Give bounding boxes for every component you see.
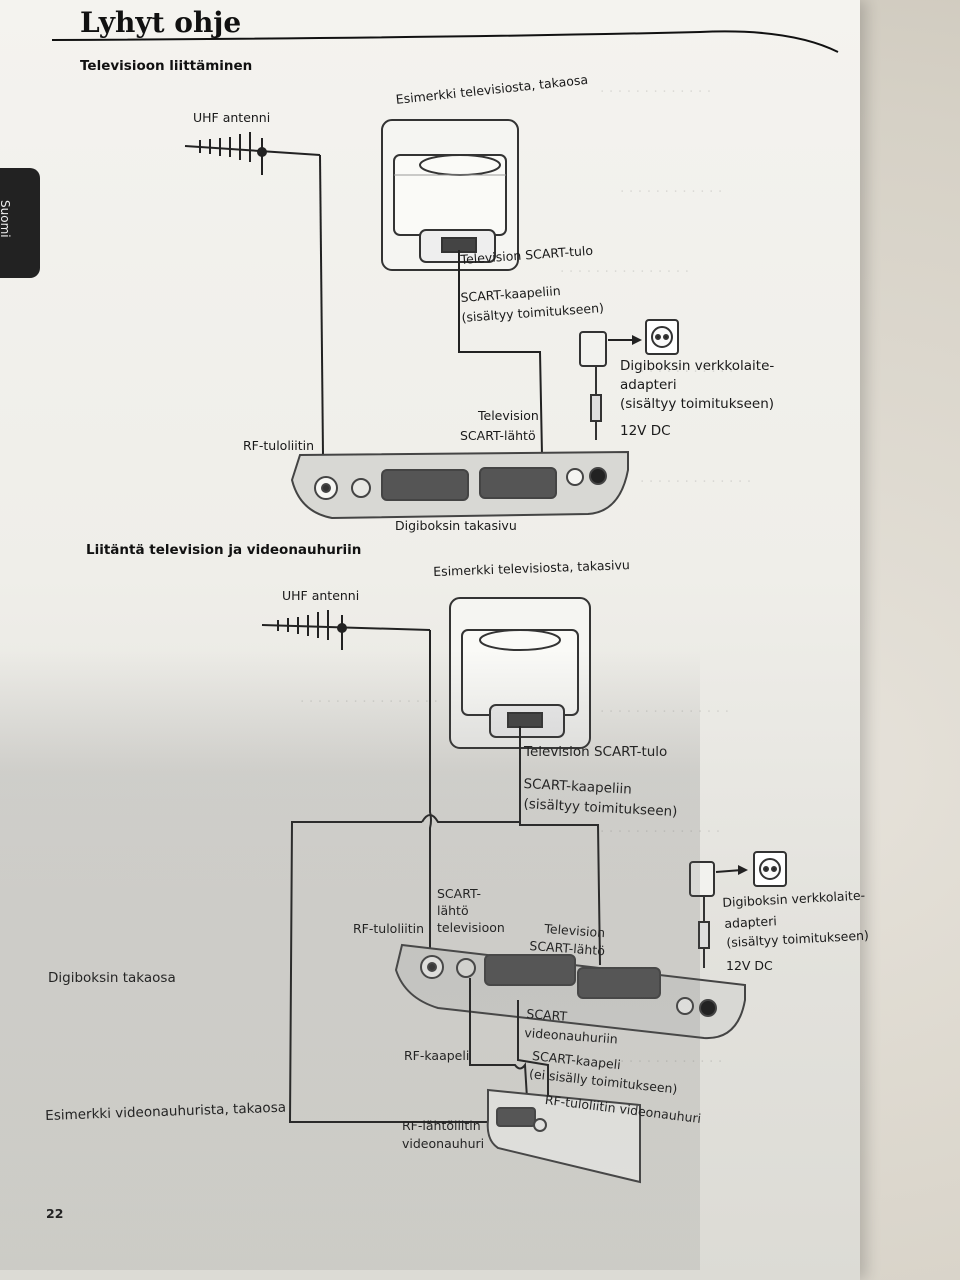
scart-out-tv-label-c: televisioon <box>437 920 505 935</box>
uhf-label-2: UHF antenni <box>282 588 360 603</box>
dc-label-2: 12V DC <box>726 958 773 973</box>
rf-in-label-2: RF-tuloliitin <box>353 921 425 936</box>
tv-rear-2 <box>449 597 591 749</box>
wall-socket-icon <box>645 319 679 355</box>
power-adapter-icon <box>579 331 607 440</box>
power-adapter-icon-2 <box>689 861 715 968</box>
scart-cable-2 <box>519 726 601 966</box>
scart-cable-1 <box>458 250 543 456</box>
scart-in-label-2: Television SCART-tulo <box>524 744 668 760</box>
tv-scart-out-label-1a: Television <box>478 408 539 423</box>
page-number: 22 <box>46 1206 64 1221</box>
uhf-label-1: UHF antenni <box>193 110 271 125</box>
language-tab: Suomi <box>0 168 40 278</box>
title-rule <box>51 30 839 53</box>
rf-in-label-1: RF-tuloliitin <box>243 438 315 453</box>
rf-cable-2 <box>429 630 432 950</box>
dc-label-1: 12V DC <box>620 423 671 439</box>
rf-cable-1 <box>319 154 324 456</box>
adapter-label-2b: adapteri <box>724 913 778 931</box>
rf-loop-cable <box>288 821 503 1123</box>
digibox-rear-label: Digiboksin takaosa <box>48 970 176 986</box>
section1-heading: Televisioon liittäminen <box>80 58 253 74</box>
uhf-antenna-icon <box>184 132 321 175</box>
page-title: Lyhyt ohje <box>80 6 242 39</box>
tv-rear-1 <box>381 119 519 271</box>
wall-socket-icon-2 <box>753 851 787 887</box>
scart-out-tv-label-a: SCART- <box>437 886 481 901</box>
rf-cable-label: RF-kaapeli <box>404 1048 470 1063</box>
scart-cable-vcr <box>517 1000 549 1112</box>
digibox-rear-2 <box>394 943 746 1040</box>
vcr-rear <box>486 1088 641 1184</box>
digibox-rear-1 <box>290 450 629 520</box>
digibox-caption-1: Digiboksin takasivu <box>395 518 517 533</box>
rf-out-vcr-label-a: RF-lähtöliitin <box>402 1118 481 1133</box>
adapter-label-1c: (sisältyy toimitukseen) <box>620 396 775 412</box>
adapter-label-1b: adapteri <box>620 377 677 393</box>
tv-scart-out-label-1b: SCART-lähtö <box>460 428 536 443</box>
rf-cable-vcr <box>469 978 529 1116</box>
rf-out-vcr-label-b: videonauhuri <box>402 1136 485 1151</box>
section2-heading: Liitäntä television ja videonauhuriin <box>86 542 362 558</box>
scart-out-tv-label-b: lähtö <box>437 903 469 918</box>
adapter-label-1a: Digiboksin verkkolaite- <box>620 358 775 374</box>
scart-vcr-label-a: SCART <box>525 1006 568 1024</box>
uhf-antenna-icon-2 <box>261 610 431 650</box>
